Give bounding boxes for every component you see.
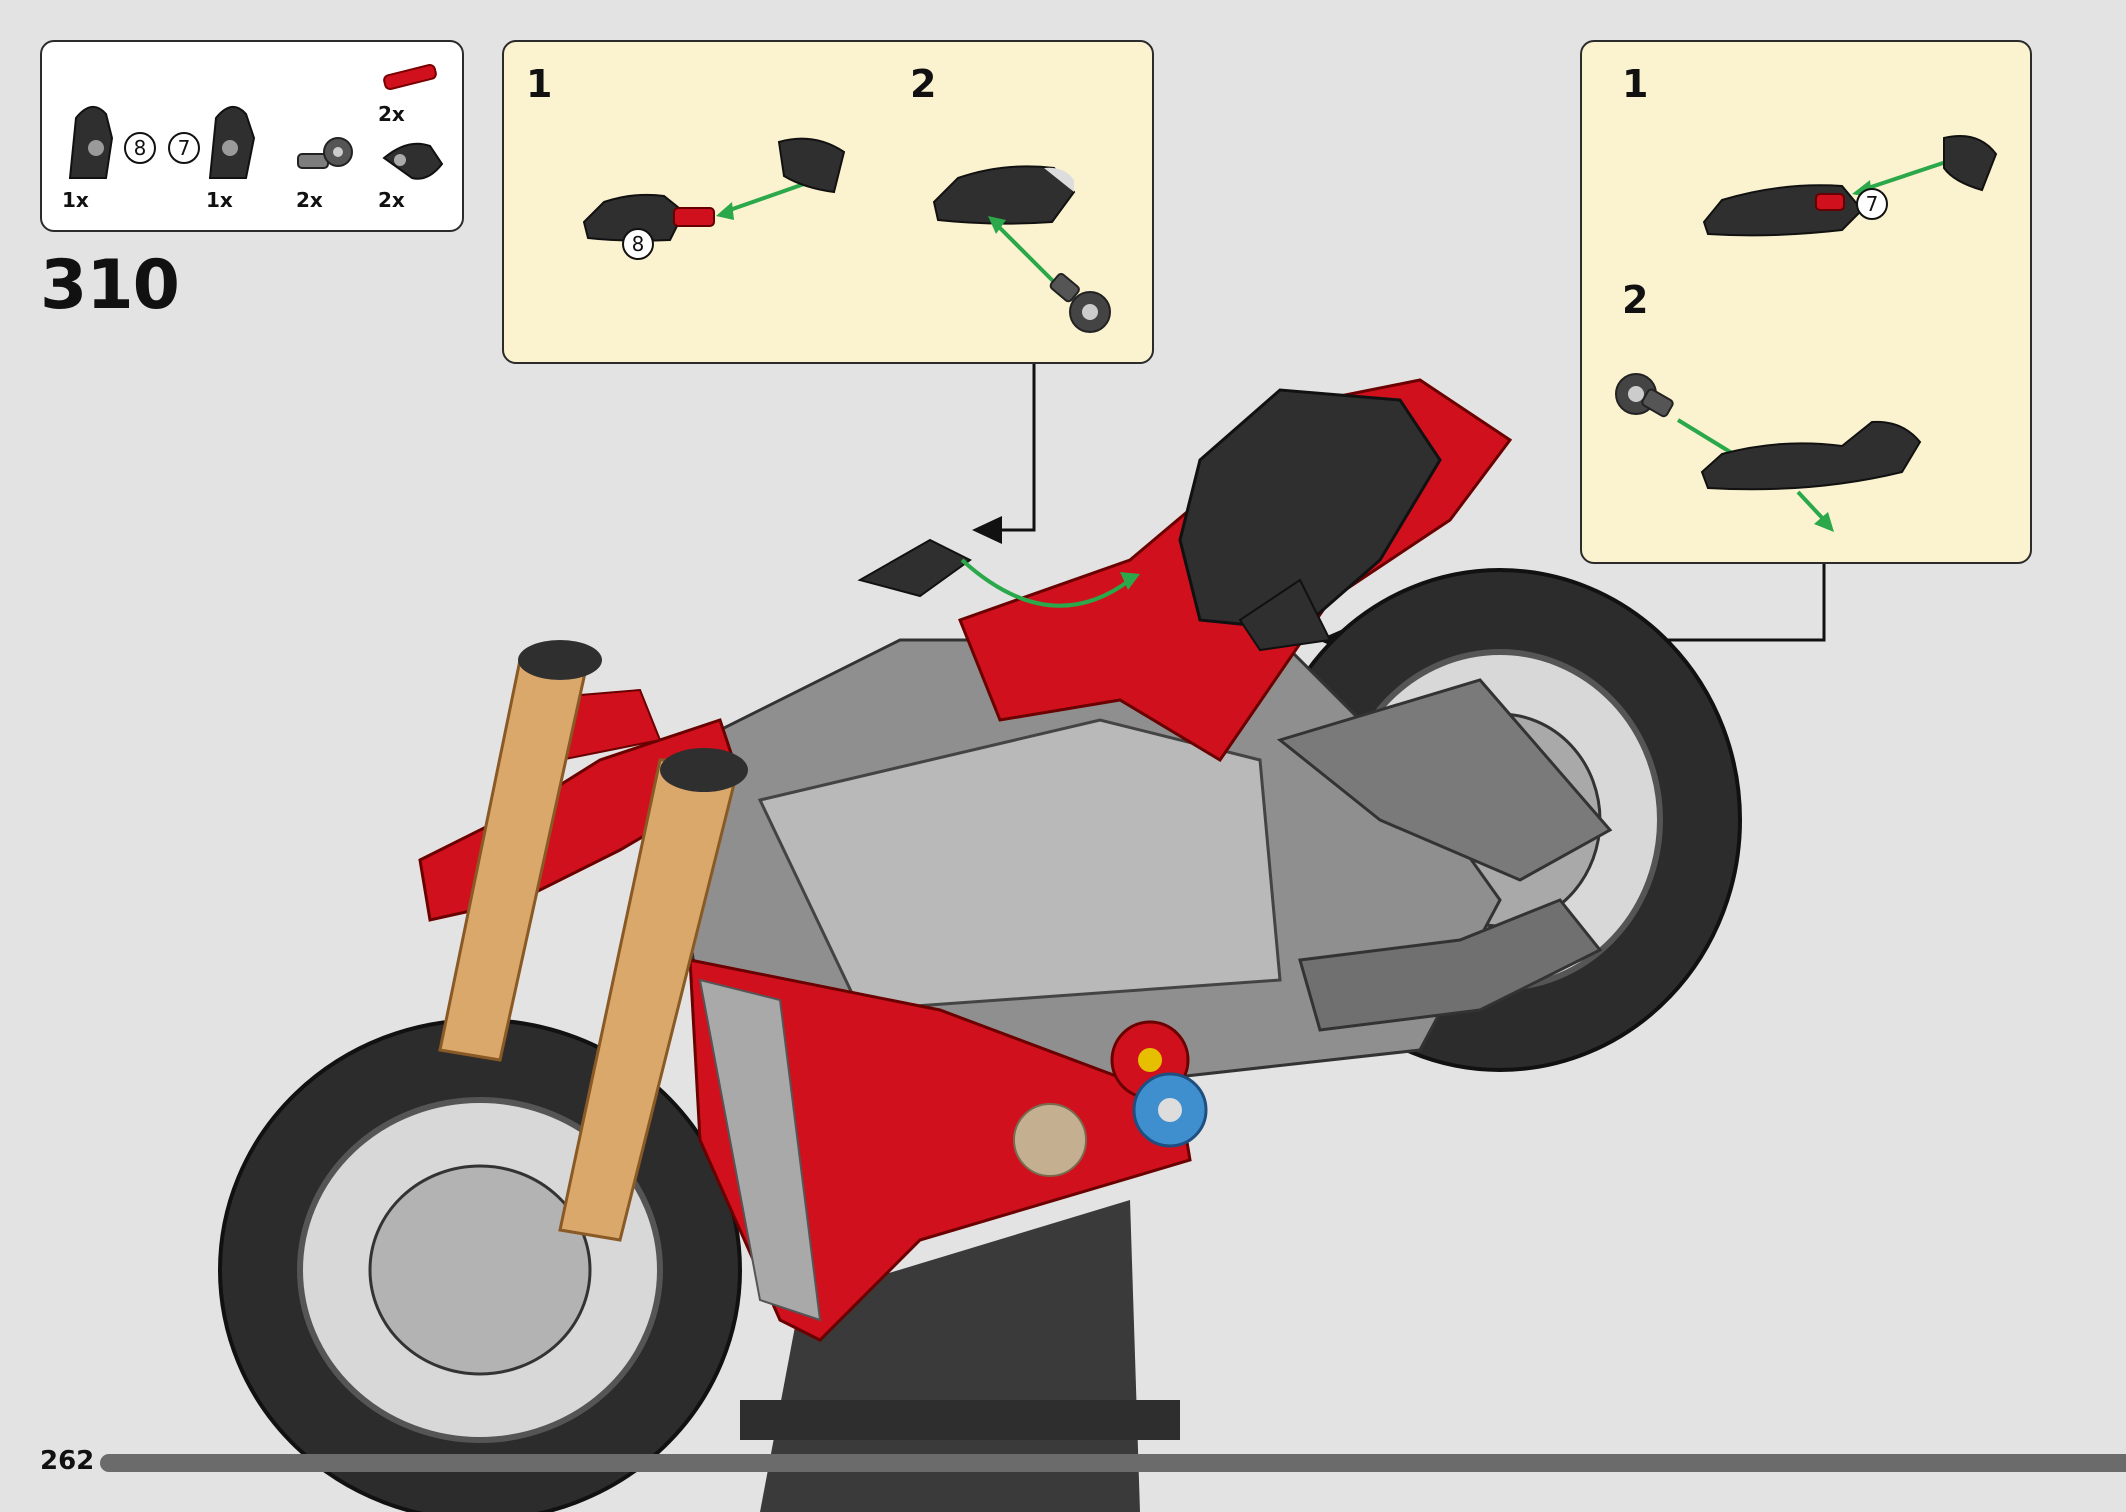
substep-callout-8: 8 (622, 228, 654, 260)
subassembly-callout-right: 1 2 7 (1580, 40, 2032, 564)
part-qty-2: 1x (206, 188, 233, 212)
substep-label-2: 2 (910, 62, 937, 106)
substep-1-illustration (582, 137, 846, 242)
page-progress-bar (100, 1454, 2126, 1472)
part-qty-1: 1x (62, 188, 89, 212)
part-callout-7: 7 (168, 132, 200, 164)
substep-label-1: 1 (526, 62, 553, 106)
substep-label-1b: 1 (1622, 62, 1649, 106)
parts-list-panel: 8 1x 7 1x 2x 2x 2x (40, 40, 464, 232)
fairing-panel-left-icon (68, 106, 114, 179)
step-number: 310 (40, 246, 180, 325)
page-number: 262 (40, 1446, 95, 1476)
substep-2-illustration (932, 165, 1111, 333)
substep-callout-7: 7 (1856, 188, 1888, 220)
part-callout-8: 8 (124, 132, 156, 164)
substep-2b-illustration (1615, 373, 1922, 532)
red-axle-pin-icon (383, 63, 437, 91)
curved-panel-icon (382, 142, 444, 180)
substep-label-2b: 2 (1622, 278, 1649, 322)
axle-connector-icon (297, 137, 353, 169)
subassembly-callout-left: 1 2 8 (502, 40, 1154, 364)
part-qty-3: 2x (296, 188, 323, 212)
fairing-panel-right-icon (208, 106, 256, 179)
part-qty-5: 2x (378, 188, 405, 212)
part-qty-4: 2x (378, 102, 405, 126)
